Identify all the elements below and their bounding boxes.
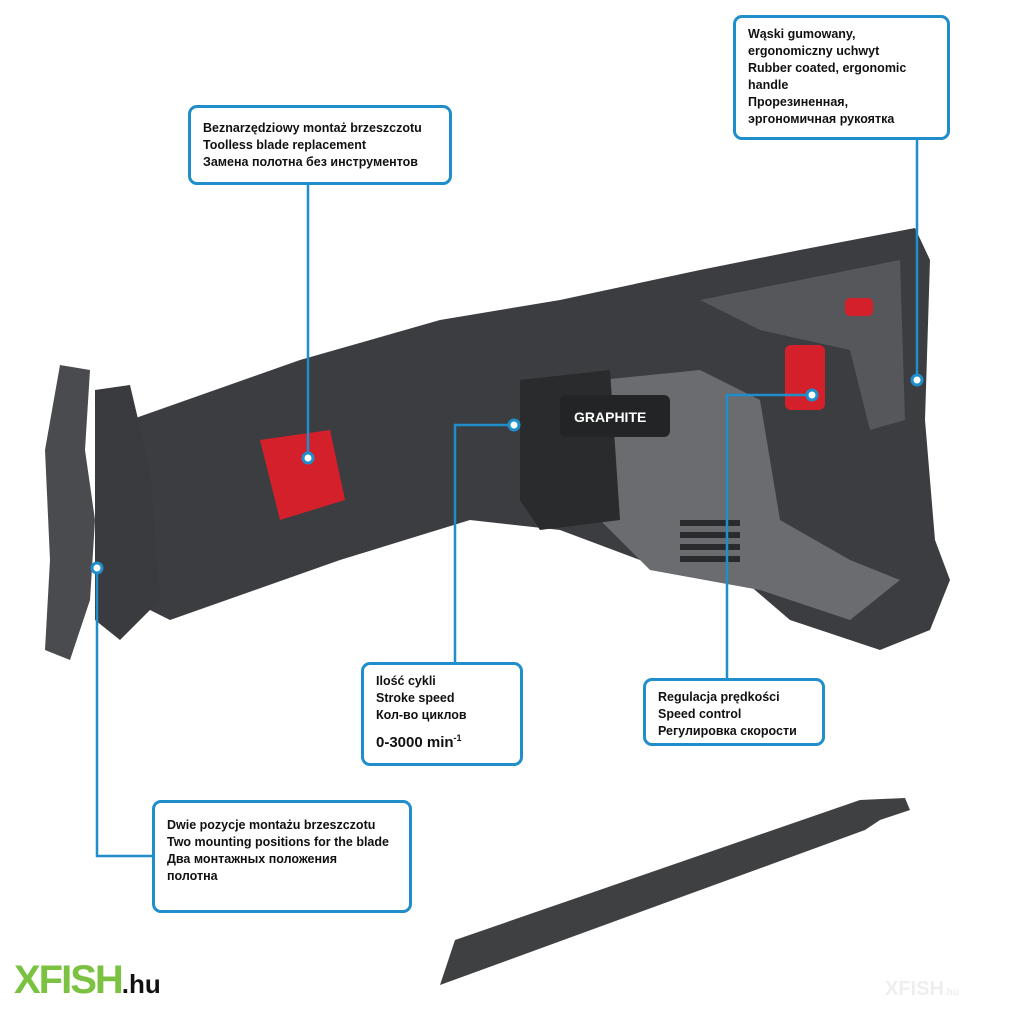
callout-line: Wąski gumowany, <box>748 27 856 41</box>
callout-line: Кол-во циклов <box>376 708 467 722</box>
callout-line: Speed control <box>658 707 742 721</box>
callout-line: Прорезиненная, <box>748 95 849 109</box>
blade-release-button[interactable] <box>260 430 345 520</box>
xfish-logo: XFISH.hu <box>14 958 161 1002</box>
watermark-logo: XFISH.hu <box>885 978 959 1000</box>
stroke-speed-value: 0-3000 min-1 <box>376 733 462 751</box>
callout-line: handle <box>748 78 789 92</box>
trigger[interactable] <box>785 345 825 410</box>
callout-line: эргономичная рукоятка <box>748 112 895 126</box>
callout-line: Dwie pozycje montażu brzeszczotu <box>167 818 376 832</box>
callout-line: Замена полотна без инструментов <box>203 155 418 169</box>
callout-line: полотна <box>167 869 218 883</box>
reciprocating-saw: GRAPHITE <box>45 228 950 660</box>
callout-mounting-positions: Dwie pozycje montażu brzeszczotu Two mou… <box>152 800 412 913</box>
callout-line: Регулировка скорости <box>658 724 797 738</box>
callout-line: Beznarzędziowy montaż brzeszczotu <box>203 121 422 135</box>
callout-line: Stroke speed <box>376 691 455 705</box>
callout-line: Два монтажных положения <box>167 852 338 866</box>
callout-blade-replacement: Beznarzędziowy montaż brzeszczotu Toolle… <box>188 105 452 185</box>
lock-button[interactable] <box>845 298 873 316</box>
callout-handle: Wąski gumowany, ergonomiczny uchwyt Rubb… <box>733 15 950 140</box>
brand-logo: GRAPHITE <box>574 409 646 425</box>
callout-line: Toolless blade replacement <box>203 138 367 152</box>
callout-dots <box>90 373 924 575</box>
callout-stroke-speed: Ilość cykli Stroke speed Кол-во циклов 0… <box>361 662 523 766</box>
callout-line: Regulacja prędkości <box>658 690 780 704</box>
callout-line: Two mounting positions for the blade <box>167 835 389 849</box>
leader-lines <box>95 139 919 858</box>
callout-speed-control: Regulacja prędkości Speed control Регули… <box>643 678 825 746</box>
callout-line: Rubber coated, ergonomic <box>748 61 907 75</box>
saw-blade <box>440 798 910 985</box>
callout-line: ergonomiczny uchwyt <box>748 44 880 58</box>
callout-line: Ilość cykli <box>376 674 436 688</box>
